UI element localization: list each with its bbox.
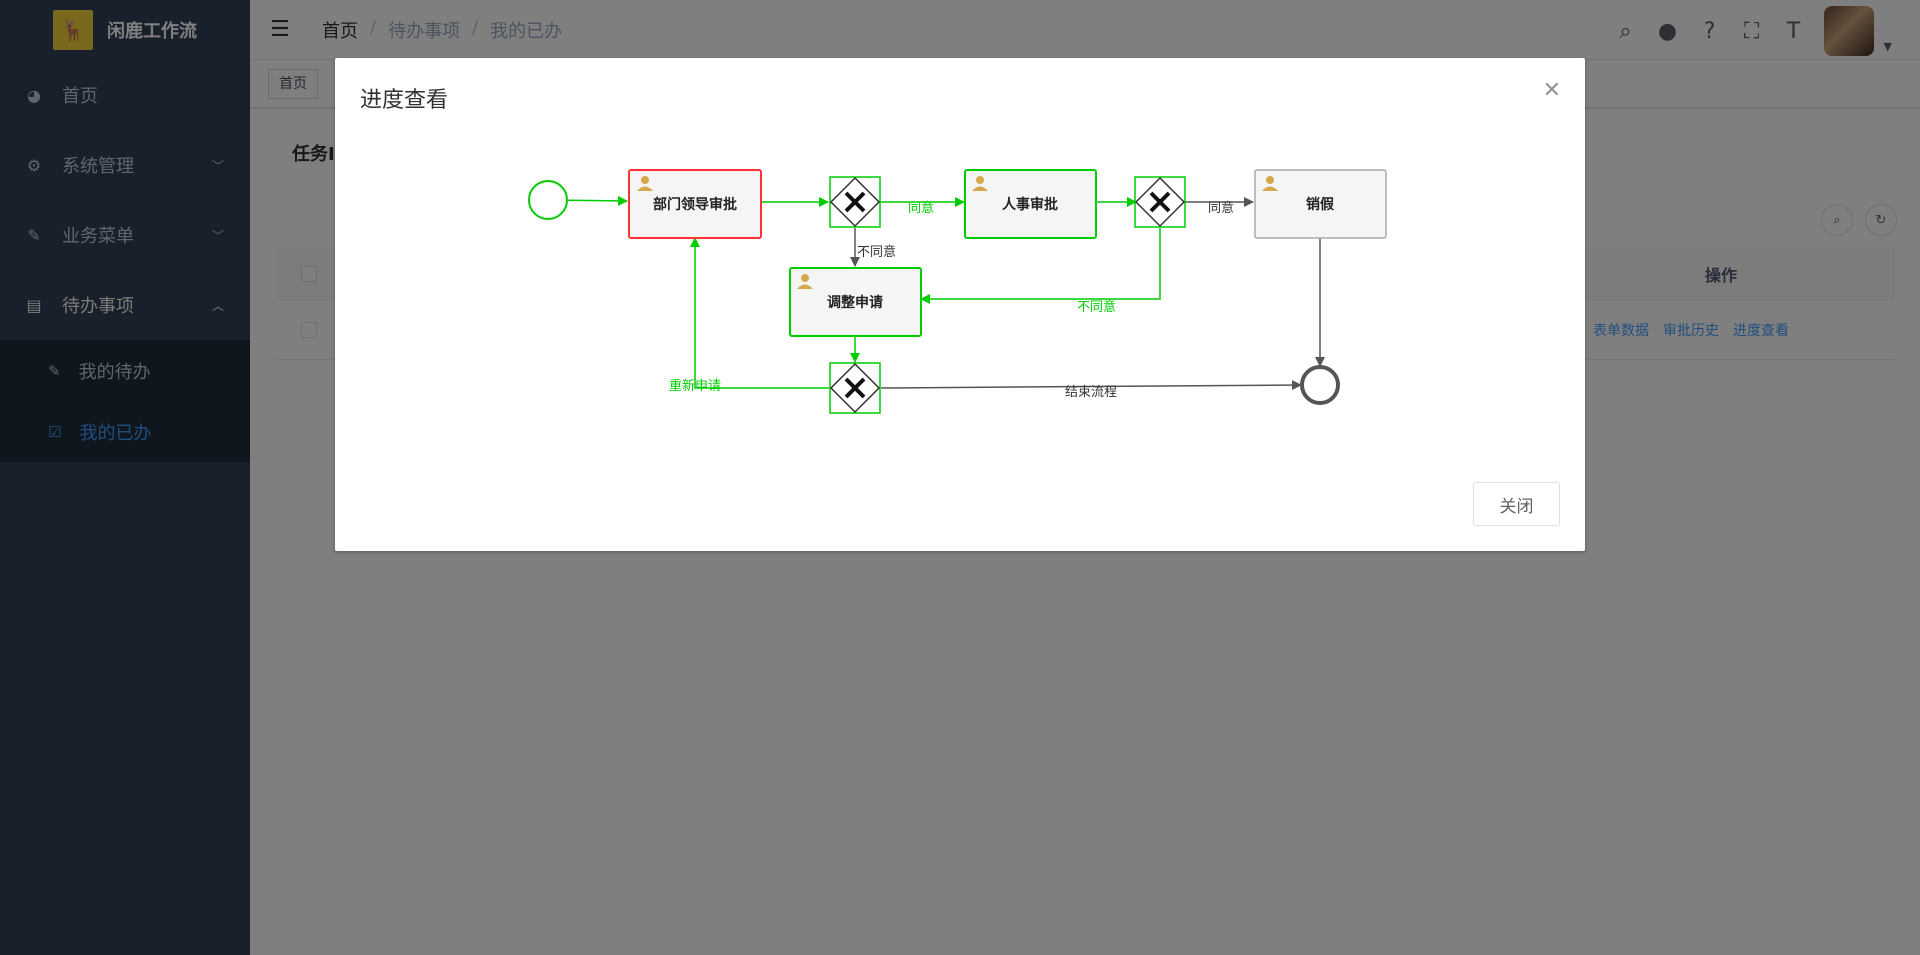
close-icon[interactable]: ✕	[1542, 78, 1561, 103]
task-label: 人事审批	[1002, 196, 1058, 213]
edge-label-end: 结束流程	[1065, 385, 1117, 400]
edge-gw2-adjust	[920, 228, 1161, 304]
bpmn-diagram: 部门领导审批 人事审批 销假 调整申请	[528, 169, 1387, 414]
gateway-2[interactable]	[1134, 176, 1186, 228]
task-label: 销假	[1306, 196, 1335, 213]
edge-label-reapply: 重新申请	[669, 378, 721, 394]
edge-label-disagree: 不同意	[1077, 299, 1116, 315]
task-hr-approval[interactable]: 人事审批	[964, 169, 1097, 239]
edge-label-agree: 同意	[1208, 200, 1234, 216]
close-button[interactable]: 关闭	[1473, 482, 1560, 526]
gateway-1[interactable]	[829, 176, 881, 228]
task-cancel-leave[interactable]: 销假	[1254, 169, 1387, 239]
end-event[interactable]	[1300, 365, 1340, 405]
edge-gw3-dept	[690, 237, 829, 389]
task-adjust-request[interactable]: 调整申请	[789, 267, 922, 337]
task-label: 调整申请	[827, 294, 883, 311]
start-event[interactable]	[528, 180, 568, 220]
dialog-title: 进度查看	[360, 88, 449, 113]
task-dept-approval[interactable]: 部门领导审批	[628, 169, 762, 239]
task-label: 部门领导审批	[653, 196, 737, 213]
progress-dialog: 进度查看 ✕ 部门领导审批	[335, 58, 1585, 551]
gateway-3[interactable]	[829, 362, 881, 414]
edge-label-agree: 同意	[908, 200, 934, 216]
edge-gw3-end	[880, 380, 1302, 391]
edge-label-disagree: 不同意	[857, 244, 896, 260]
